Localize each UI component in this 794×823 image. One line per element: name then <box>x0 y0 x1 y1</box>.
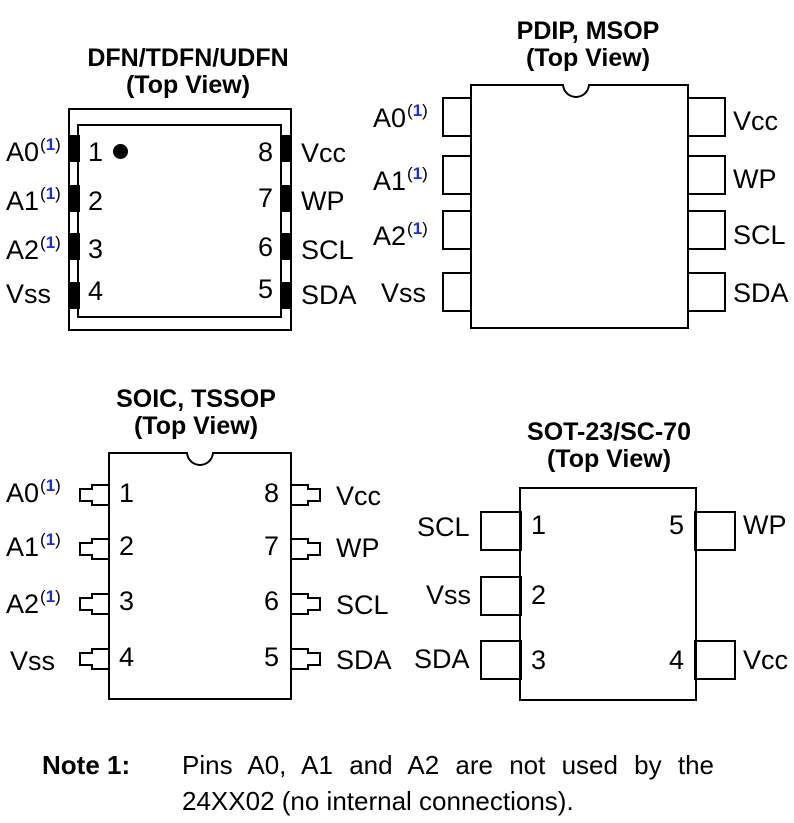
soic-pin-label-a2: A2(1) <box>6 587 61 619</box>
sot-lead-4 <box>694 640 736 680</box>
sot-pin-number-1: 1 <box>531 510 547 540</box>
pdip-title-line1: PDIP, MSOP <box>516 17 660 45</box>
soic-lead-7 <box>292 538 321 560</box>
dfn-pad-3 <box>70 233 80 260</box>
dfn-package-outline <box>68 108 292 331</box>
dfn-pin-label-vcc: Vcc <box>301 138 347 168</box>
dfn-pin-label-vss: Vss <box>6 279 52 309</box>
sot-title-line1: SOT-23/SC-70 <box>527 418 691 446</box>
soic-pin-label-vss: Vss <box>10 646 56 676</box>
sot-lead-1 <box>480 511 522 551</box>
dfn-pin-label-wp: WP <box>301 186 345 216</box>
pdip-pin-label-wp: WP <box>733 164 777 194</box>
dfn-pin-number-5: 5 <box>258 274 274 304</box>
sot-pin-label-sda: SDA <box>414 644 470 674</box>
dfn-pin-number-8: 8 <box>258 137 274 167</box>
sot-pin-number-5: 5 <box>669 510 685 540</box>
soic-pin-number-6: 6 <box>264 586 280 616</box>
pdip-package-outline <box>470 84 689 329</box>
soic-pin-number-2: 2 <box>119 531 135 561</box>
pdip-lead-2 <box>442 155 472 195</box>
pdip-title: PDIP, MSOP (Top View) <box>428 18 748 72</box>
sot-lead-3 <box>480 640 522 680</box>
dfn-pin-label-scl: SCL <box>301 235 354 265</box>
dfn-title: DFN/TDFN/UDFN (Top View) <box>28 45 348 99</box>
dfn-pad-2 <box>70 185 80 212</box>
soic-pin-label-scl: SCL <box>336 590 389 620</box>
soic-lead-5 <box>292 648 321 670</box>
sot-pin-number-2: 2 <box>531 580 547 610</box>
sot-pin-number-3: 3 <box>531 645 547 675</box>
soic-pin-label-vcc: Vcc <box>336 481 382 511</box>
dfn-pad-1 <box>70 135 80 162</box>
pdip-lead-1 <box>442 97 472 137</box>
soic-pin-number-3: 3 <box>119 586 135 616</box>
sot-lead-2 <box>480 576 522 616</box>
dfn-pin-label-sda: SDA <box>301 280 357 310</box>
sot-pin-label-vcc: Vcc <box>743 645 789 675</box>
pin1-indicator-dot <box>113 144 128 159</box>
pdip-pin-label-vcc: Vcc <box>733 106 779 136</box>
sot-pin-label-wp: WP <box>743 510 787 540</box>
soic-lead-6 <box>292 593 321 615</box>
pdip-lead-5 <box>686 272 726 312</box>
soic-lead-1 <box>79 484 108 506</box>
soic-pin-label-sda: SDA <box>336 645 392 675</box>
dfn-pin-number-3: 3 <box>88 234 104 264</box>
dfn-pad-4 <box>70 282 80 309</box>
dfn-pin-label-a1: A1(1) <box>6 184 61 216</box>
pdip-pin-label-scl: SCL <box>733 220 786 250</box>
sot-title-line2: (Top View) <box>546 445 672 473</box>
note-text-line2: 24XX02 (no internal connections). <box>182 786 574 816</box>
soic-pin-number-8: 8 <box>264 478 280 508</box>
sot-title: SOT-23/SC-70 (Top View) <box>449 419 769 473</box>
dfn-pin-number-6: 6 <box>258 232 274 262</box>
sot-pin-number-4: 4 <box>669 645 685 675</box>
pdip-lead-8 <box>686 97 726 137</box>
dfn-pin-number-2: 2 <box>88 186 104 216</box>
soic-title-line1: SOIC, TSSOP <box>116 385 276 413</box>
soic-pin-number-4: 4 <box>119 642 135 672</box>
dfn-pin-number-4: 4 <box>88 276 104 306</box>
soic-lead-2 <box>79 538 108 560</box>
soic-lead-3 <box>79 593 108 615</box>
sot-lead-5 <box>694 511 736 551</box>
note-label: Note 1: <box>42 750 131 780</box>
sot-pin-label-vss: Vss <box>426 580 472 610</box>
soic-pin-number-1: 1 <box>119 478 135 508</box>
dfn-pin-label-a2: A2(1) <box>6 233 61 265</box>
sot-package-outline <box>519 487 697 701</box>
pdip-pin-label-sda: SDA <box>733 278 789 308</box>
soic-lead-8 <box>292 484 321 506</box>
pdip-lead-3 <box>442 210 472 250</box>
pdip-lead-6 <box>686 210 726 250</box>
dfn-pin-number-7: 7 <box>258 183 274 213</box>
soic-pin-label-a0: A0(1) <box>6 476 61 508</box>
dfn-pin-label-a0: A0(1) <box>6 135 61 167</box>
dfn-pad-6 <box>280 233 290 260</box>
soic-lead-4 <box>79 648 108 670</box>
soic-pin-number-7: 7 <box>264 531 280 561</box>
pdip-lead-4 <box>442 272 472 312</box>
dfn-pad-7 <box>280 185 290 212</box>
pdip-title-line2: (Top View) <box>525 44 651 72</box>
soic-pin-label-a1: A1(1) <box>6 530 61 562</box>
dfn-package-inner-outline <box>77 124 282 318</box>
dfn-title-line1: DFN/TDFN/UDFN <box>87 44 289 72</box>
soic-pin-label-wp: WP <box>336 533 380 563</box>
dfn-pad-5 <box>280 282 290 309</box>
pdip-lead-7 <box>686 155 726 195</box>
pdip-pin-label-a0: A0(1) <box>373 101 428 133</box>
dfn-title-line2: (Top View) <box>125 71 251 99</box>
soic-title: SOIC, TSSOP (Top View) <box>36 386 356 440</box>
soic-pin-number-5: 5 <box>264 642 280 672</box>
soic-title-line2: (Top View) <box>133 412 259 440</box>
sot-pin-label-scl: SCL <box>417 512 470 542</box>
pdip-pin-label-a1: A1(1) <box>373 164 428 196</box>
note-text-line1: Pins A0, A1 and A2 are not used by the <box>182 750 715 780</box>
dfn-pin-number-1: 1 <box>88 137 104 167</box>
pdip-pin-label-a2: A2(1) <box>373 219 428 251</box>
dfn-pad-8 <box>280 135 290 162</box>
pdip-pin-label-vss: Vss <box>381 278 427 308</box>
